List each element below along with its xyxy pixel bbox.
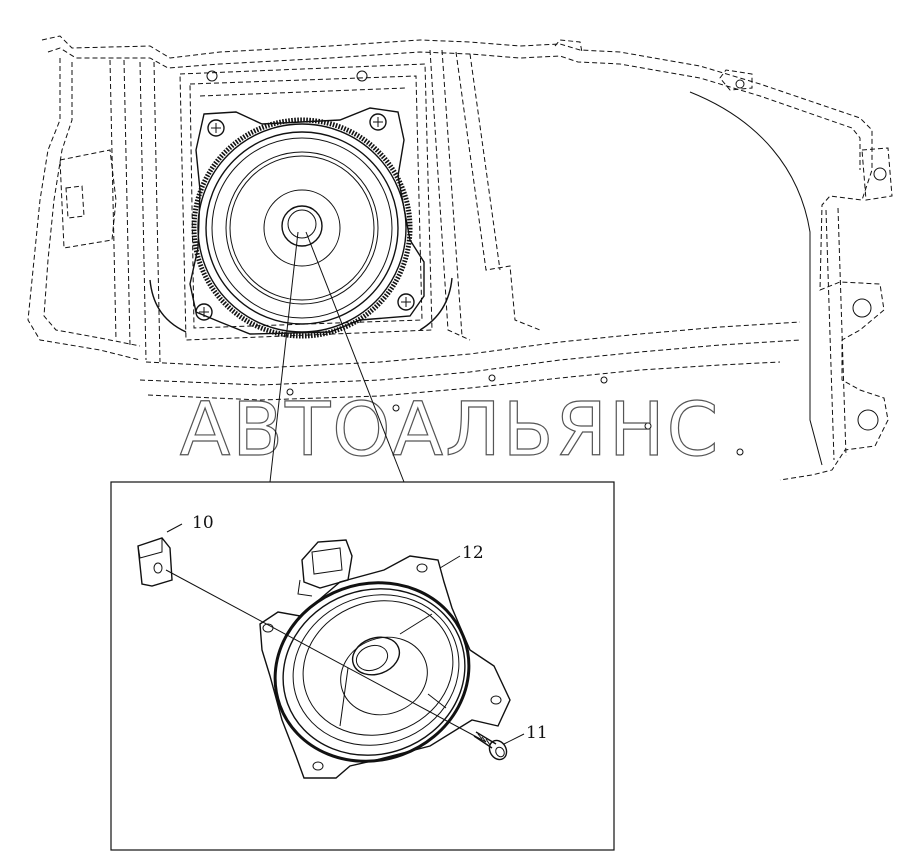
- callout-11: 11: [526, 723, 548, 743]
- callout-12: 12: [462, 543, 484, 563]
- detail-box: [110, 481, 615, 851]
- callout-leader-11: [503, 733, 525, 745]
- callout-leader-10: [166, 523, 183, 533]
- assembly-axis-line: [165, 569, 487, 743]
- speaker-part-12: [259, 539, 511, 779]
- corner-screw: [195, 303, 213, 321]
- callout-10: 10: [192, 513, 214, 533]
- watermark-text: АВТОАЛЬЯНС: [180, 387, 721, 473]
- clip-nut-part-10: [137, 537, 173, 587]
- corner-screw: [207, 119, 225, 137]
- screw-part-11: [473, 731, 508, 761]
- installed-speaker: [149, 107, 453, 339]
- callout-leader-12: [439, 555, 461, 569]
- leader-line-right: [305, 231, 405, 483]
- leader-line-left: [269, 231, 299, 483]
- trim-panel: [27, 35, 893, 481]
- corner-screw: [369, 113, 387, 131]
- corner-screw: [397, 293, 415, 311]
